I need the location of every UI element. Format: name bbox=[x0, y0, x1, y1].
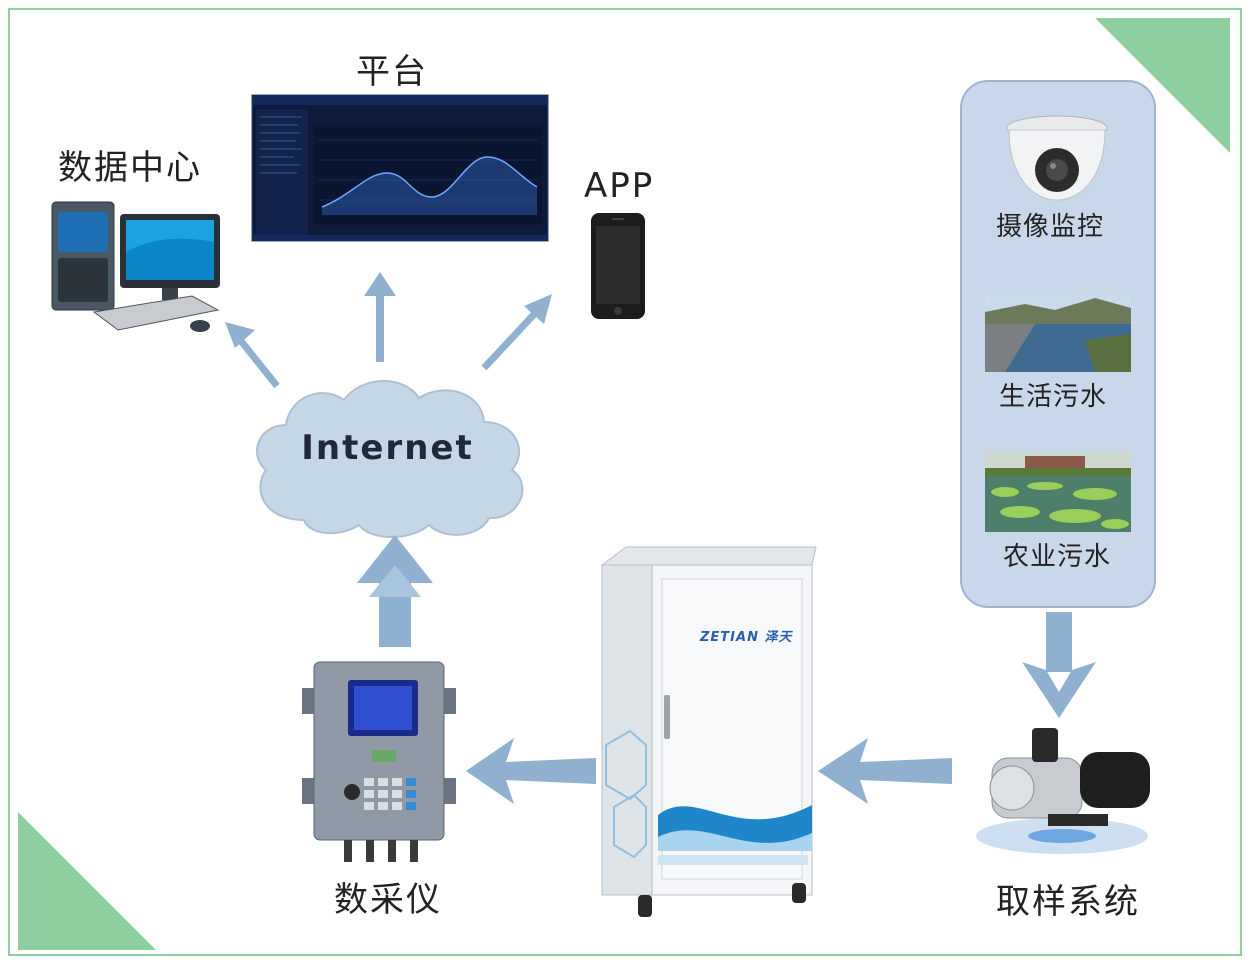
platform-label: 平台 bbox=[356, 52, 428, 92]
arrow-cloud-to-data-center bbox=[225, 322, 280, 389]
arrow-cloud-to-platform bbox=[364, 272, 396, 362]
arrow-sampling-to-cabinet bbox=[818, 738, 952, 804]
data-center-computer-image bbox=[51, 201, 220, 332]
monitoring-cabinet-image bbox=[600, 546, 817, 917]
agricultural-sewage-label: 农业污水 bbox=[1003, 542, 1112, 572]
corner-triangle-bottom-left bbox=[18, 812, 156, 950]
sampling-pump-image bbox=[976, 728, 1150, 854]
camera-label: 摄像监控 bbox=[996, 212, 1105, 242]
cabinet-brand-label: ZETIAN 泽天 bbox=[700, 630, 793, 645]
diagram-frame bbox=[8, 8, 1242, 956]
agricultural-sewage-photo bbox=[985, 452, 1131, 532]
domestic-sewage-label: 生活污水 bbox=[999, 382, 1108, 412]
data-logger-device-image bbox=[302, 661, 456, 862]
dome-camera-image bbox=[1006, 115, 1108, 201]
sampling-system-label: 取样系统 bbox=[996, 882, 1140, 922]
internet-label: Internet bbox=[301, 428, 474, 468]
arrow-cloud-to-app bbox=[481, 294, 552, 371]
domestic-sewage-photo bbox=[985, 290, 1131, 372]
internet-cloud-shape bbox=[256, 380, 524, 538]
arrow-logger-to-cloud bbox=[357, 535, 433, 647]
arrow-cabinet-to-logger bbox=[466, 738, 596, 804]
arrow-panel-to-sampling bbox=[1022, 612, 1096, 718]
app-phone-image bbox=[591, 213, 645, 319]
data-center-label: 数据中心 bbox=[58, 148, 202, 188]
corner-triangle-top-right bbox=[1095, 18, 1230, 153]
data-logger-label: 数采仪 bbox=[334, 880, 442, 920]
app-label: APP bbox=[584, 166, 655, 206]
platform-screen-image bbox=[251, 94, 549, 242]
